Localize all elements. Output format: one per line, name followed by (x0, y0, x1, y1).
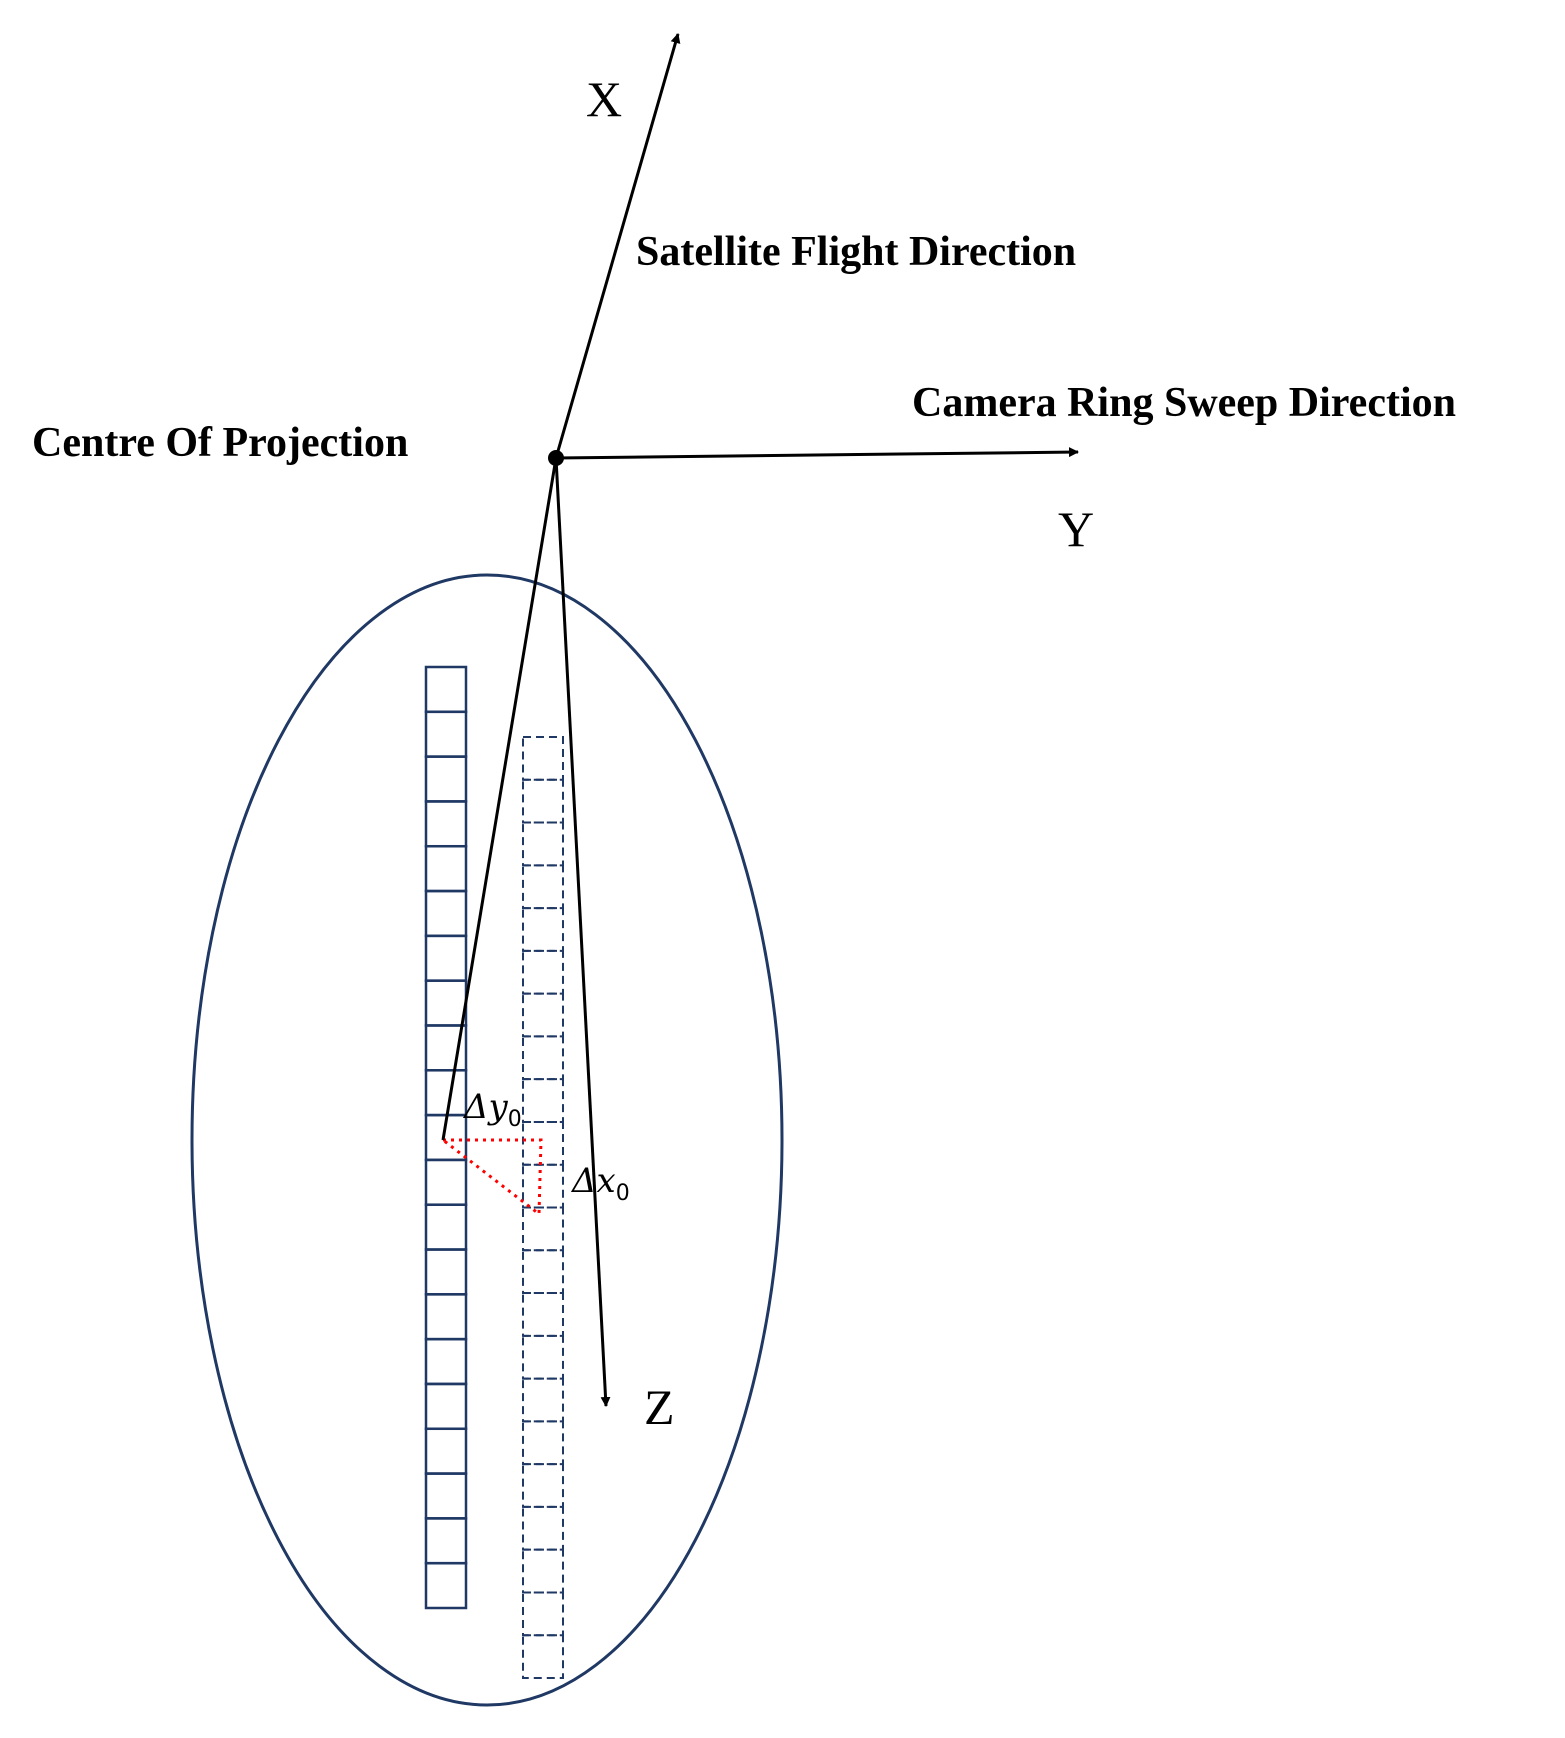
solid-sensor-cell (424, 1337, 468, 1386)
dashed-sensor-cell (522, 1249, 564, 1295)
solid-sensor-cell (424, 1427, 468, 1475)
solid-sensor-cell (424, 934, 468, 982)
solid-sensor-cell (424, 1069, 468, 1117)
dashed-sensor-cell (522, 1206, 564, 1252)
dashed-sensor-cell (522, 1035, 564, 1081)
dashed-sensor-cell (522, 949, 564, 995)
offset-triangle (438, 1138, 543, 1217)
delta-y0-base: Δy (462, 1087, 509, 1127)
dashed-sensor-cell (522, 1120, 564, 1166)
centre-of-projection-label: Centre Of Projection (32, 420, 408, 466)
y-axis-arrow (555, 447, 1079, 460)
dashed-sensor-array (522, 736, 564, 1680)
dashed-sensor-cell (522, 1505, 564, 1551)
centre-of-projection-point (548, 450, 564, 466)
delta-x0-label: Δx0 (570, 1161, 630, 1206)
solid-sensor-cell (424, 800, 468, 848)
dashed-sensor-cell (522, 778, 564, 824)
dashed-sensor-cell (522, 1634, 564, 1680)
delta-y0-label: Δy0 (462, 1087, 522, 1132)
dashed-sensor-cell (522, 1591, 564, 1637)
dashed-sensor-cell (522, 1292, 564, 1337)
projection-ray (441, 457, 558, 1141)
solid-sensor-cell (424, 1293, 468, 1341)
dashed-sensor-cell (522, 907, 564, 952)
solid-sensor-cell (424, 1472, 468, 1520)
x-axis-arrow (554, 33, 681, 459)
solid-sensor-cell (424, 665, 468, 714)
solid-sensor-cell (424, 979, 468, 1027)
solid-sensor-cell (424, 1158, 468, 1206)
delta-x0-base: Δx (570, 1161, 616, 1201)
solid-sensor-cell (424, 1248, 468, 1296)
dashed-sensor-cell (522, 736, 564, 781)
dashed-sensor-cell (522, 821, 564, 867)
solid-sensor-cell (424, 1517, 468, 1565)
delta-x0-subscript: 0 (616, 1181, 630, 1206)
solid-sensor-cell (424, 710, 468, 758)
solid-sensor-cell (424, 1203, 468, 1251)
dashed-sensor-cell (522, 992, 564, 1038)
solid-sensor-cell (424, 1382, 468, 1431)
footprint-ellipse (190, 573, 784, 1707)
axis-y-label: Y (1058, 501, 1094, 557)
z-axis-arrow (554, 457, 611, 1407)
dashed-sensor-cell (522, 1548, 564, 1594)
solid-sensor-cell (424, 755, 468, 803)
solid-sensor-cell (424, 1561, 468, 1610)
dashed-sensor-cell (522, 1463, 564, 1508)
dashed-sensor-cell (522, 1420, 564, 1466)
solid-sensor-cell (424, 844, 468, 893)
dashed-sensor-cell (522, 1377, 564, 1423)
delta-y0-subscript: 0 (508, 1107, 522, 1132)
satellite-flight-direction-label: Satellite Flight Direction (636, 229, 1076, 275)
axis-z-label: Z (644, 1379, 675, 1435)
axis-x-label: X (586, 71, 622, 127)
dashed-sensor-cell (522, 1163, 564, 1209)
solid-sensor-array (424, 665, 468, 1610)
dashed-sensor-cell (522, 864, 564, 910)
dashed-sensor-cell (522, 1334, 564, 1380)
camera-ring-sweep-direction-label: Camera Ring Sweep Direction (912, 380, 1456, 426)
dashed-sensor-cell (522, 1078, 564, 1123)
solid-sensor-cell (424, 889, 468, 938)
